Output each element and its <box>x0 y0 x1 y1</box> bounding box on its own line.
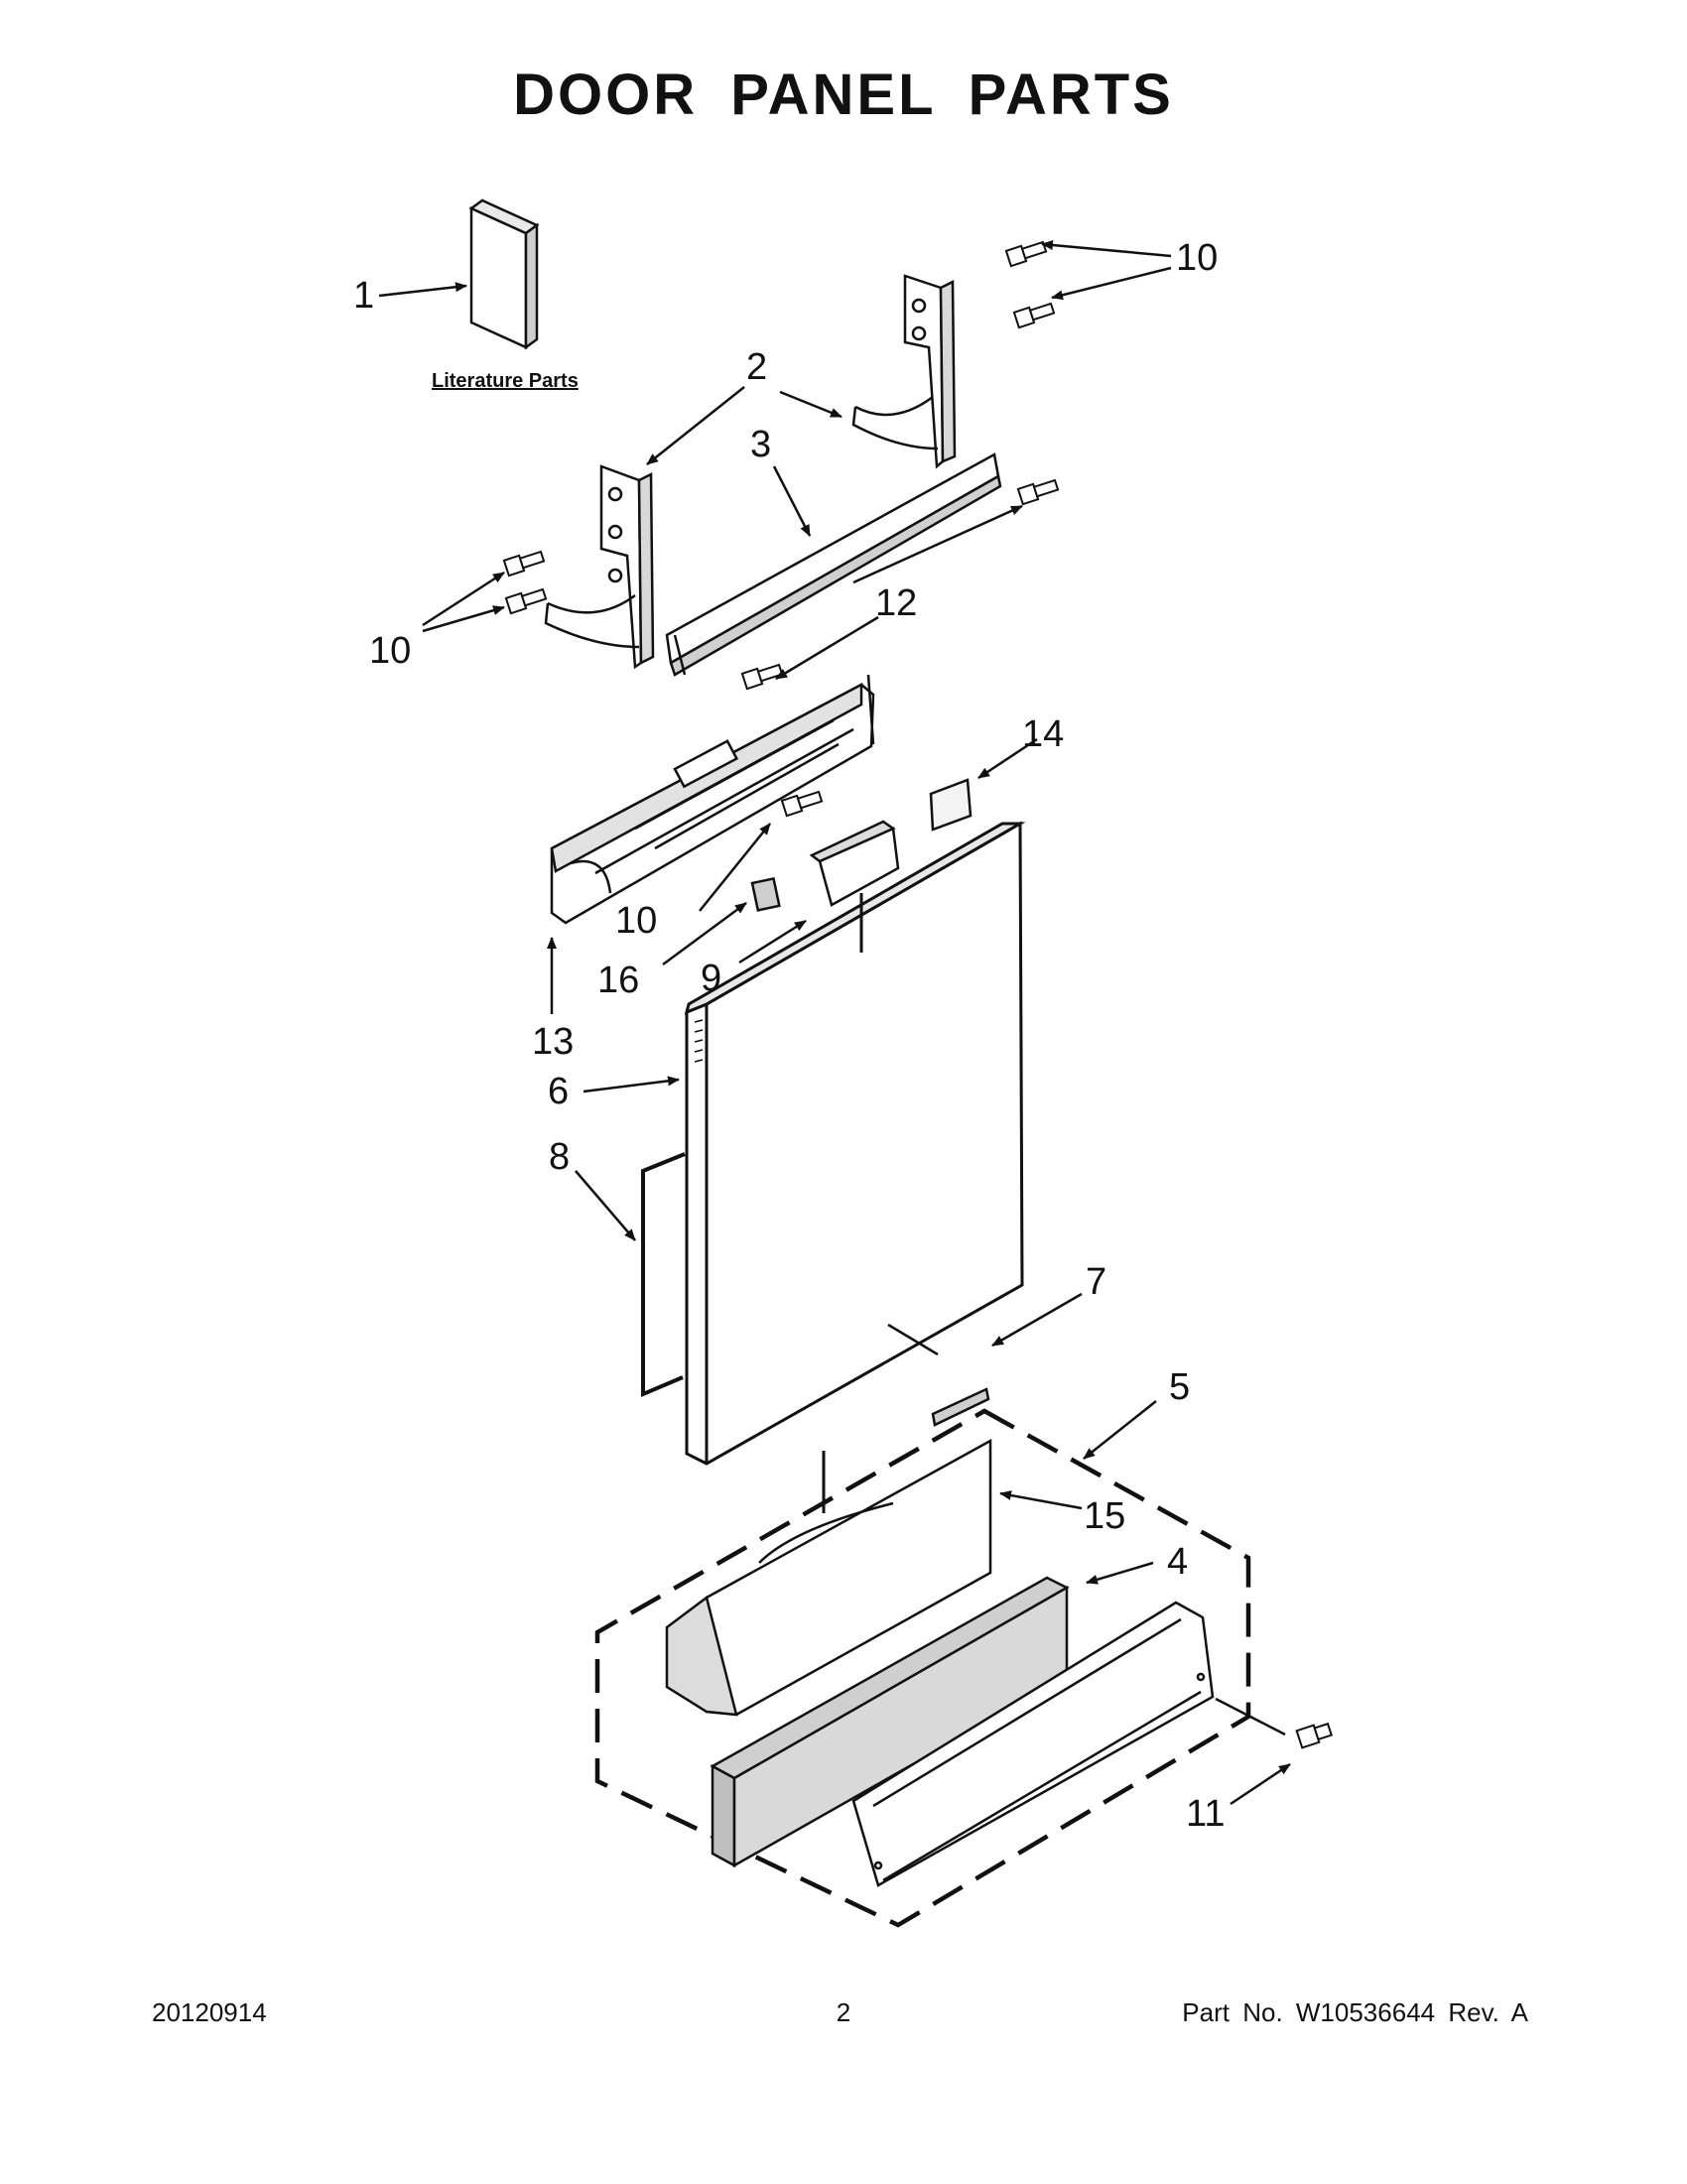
footer-date-code: 20120914 <box>152 1997 267 2027</box>
callout-11: 11 <box>1186 1793 1225 1835</box>
toe-panel-kit-boundary <box>594 1408 1251 1928</box>
left-hinge-bracket-part <box>544 464 655 670</box>
footer-part-number: Part No. W10536644 Rev. A <box>1182 1997 1528 2027</box>
page-title: DOOR PANEL PARTS <box>513 63 1174 127</box>
latch-part-16 <box>750 876 781 912</box>
callout-4: 4 <box>1167 1541 1188 1583</box>
door-rail-part <box>665 452 1002 677</box>
handle-pocket-part <box>809 820 900 907</box>
outer-door-panel-part <box>684 821 1026 1513</box>
gasket-part-8 <box>641 1152 686 1398</box>
callout-10-top-right: 10 <box>1176 237 1218 279</box>
callout-numbers: 1 2 3 10 10 12 10 14 16 9 13 6 8 7 5 15 … <box>353 237 1225 1835</box>
callout-5: 5 <box>1169 1366 1190 1408</box>
callout-10-left: 10 <box>369 630 411 672</box>
toe-panel-part-15 <box>665 1438 992 1717</box>
callout-2: 2 <box>746 346 767 388</box>
literature-book-part <box>468 198 540 350</box>
callout-15: 15 <box>1084 1495 1125 1537</box>
insulation-part-4 <box>710 1576 1070 1868</box>
kick-plate-part <box>851 1601 1215 1887</box>
callout-6: 6 <box>548 1071 569 1112</box>
callout-8: 8 <box>549 1136 570 1178</box>
leader-lines <box>378 240 1291 1806</box>
literature-parts-label: Literature Parts <box>432 370 579 392</box>
callout-7: 7 <box>1086 1261 1106 1303</box>
control-console-part <box>550 674 875 925</box>
badge-part-7 <box>887 1323 990 1427</box>
callout-12: 12 <box>875 582 917 624</box>
callout-10-console: 10 <box>615 900 657 942</box>
callout-16: 16 <box>597 960 639 1001</box>
callout-1: 1 <box>353 275 374 317</box>
right-hinge-bracket-part <box>851 274 957 469</box>
callout-9: 9 <box>701 958 721 999</box>
label-part-14 <box>929 778 973 832</box>
callout-3: 3 <box>750 424 771 465</box>
callout-14: 14 <box>1022 713 1064 755</box>
footer-page-number: 2 <box>836 1997 851 2027</box>
screws <box>502 240 1333 1749</box>
callout-13: 13 <box>532 1021 574 1063</box>
